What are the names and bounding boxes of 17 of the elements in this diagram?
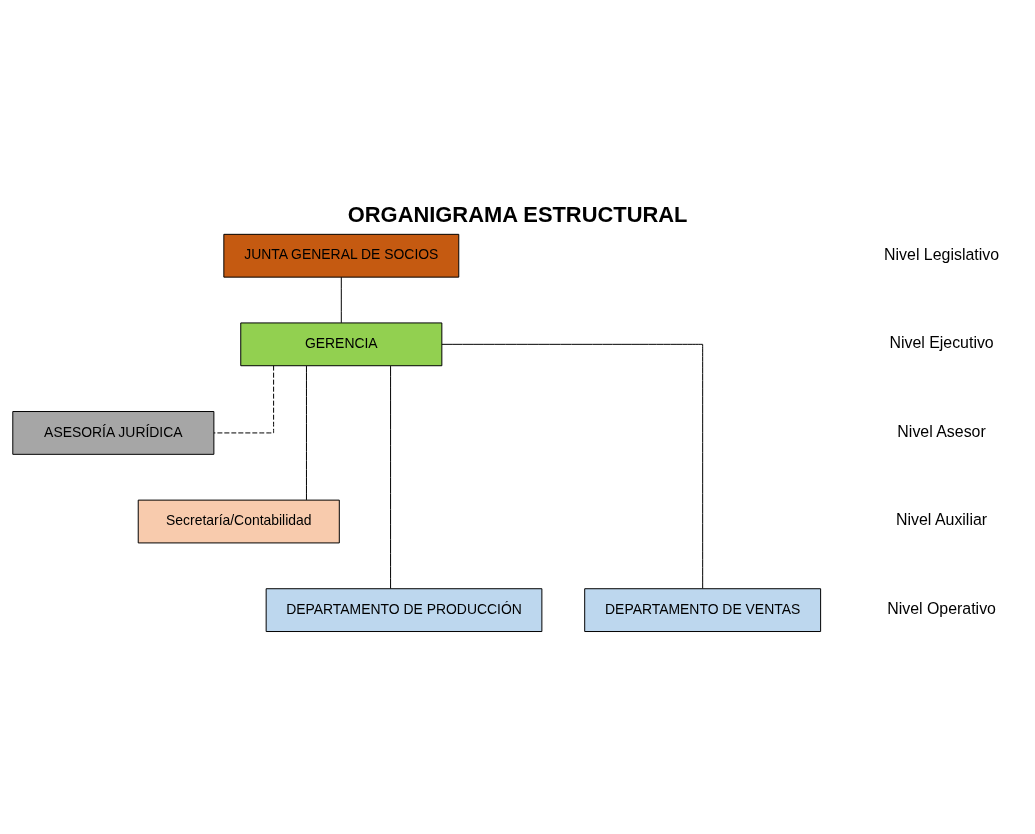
node-box: ASESORÍA JURÍDICA — [12, 411, 215, 455]
node-box: Secretaría/Contabilidad — [137, 499, 340, 544]
label: Nivel Auxiliar — [896, 511, 988, 529]
diagram-title: ORGANIGRAMA ESTRUCTURAL — [347, 201, 688, 227]
connector — [213, 365, 275, 434]
label: Nivel Operativo — [887, 599, 996, 617]
node-box: JUNTA GENERAL DE SOCIOS — [223, 233, 460, 278]
node-box: GERENCIA — [240, 322, 443, 367]
connector — [390, 365, 392, 589]
connector — [340, 276, 342, 324]
node-box: DEPARTAMENTO DE VENTAS — [584, 588, 822, 632]
connector — [305, 365, 307, 501]
label: Nivel Asesor — [897, 422, 986, 440]
label: Nivel Legislativo — [884, 245, 1000, 263]
node-box: DEPARTAMENTO DE PRODUCCIÓN — [265, 588, 543, 632]
connector — [441, 343, 704, 589]
label: Nivel Ejecutivo — [889, 334, 994, 352]
